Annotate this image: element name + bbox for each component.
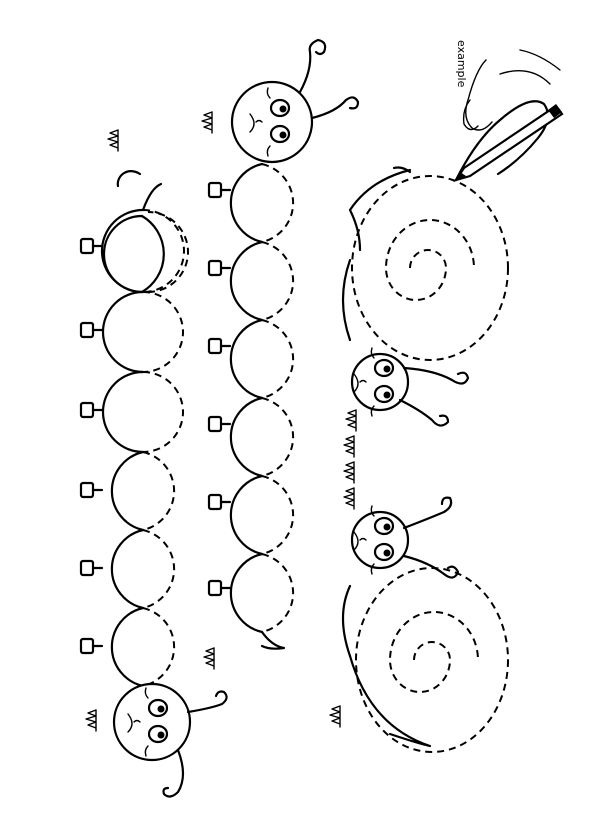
caterpillar-middle-feet xyxy=(207,181,232,597)
snail-bottom xyxy=(329,496,509,753)
snail-bottom-shell-trace xyxy=(355,567,509,753)
caterpillar-middle-segments xyxy=(229,162,295,650)
example-hand: example xyxy=(453,40,564,182)
example-label: example xyxy=(455,40,468,88)
pencil-icon xyxy=(453,104,564,182)
caterpillar-left-head xyxy=(112,682,228,798)
snail-top xyxy=(341,166,509,510)
caterpillar-left-body xyxy=(102,170,189,294)
grass-tufts-snail-bottom xyxy=(329,705,341,728)
caterpillar-middle xyxy=(201,38,360,670)
snail-top-shell-trace xyxy=(351,175,509,361)
caterpillar-left xyxy=(79,129,228,798)
caterpillar-middle-head xyxy=(230,38,360,164)
snail-top-head xyxy=(350,346,470,427)
snail-bottom-head xyxy=(350,496,460,579)
grass-tufts-snail-top xyxy=(343,409,357,510)
caterpillar-left-feet xyxy=(79,237,104,655)
caterpillar-left-segments xyxy=(100,182,185,688)
